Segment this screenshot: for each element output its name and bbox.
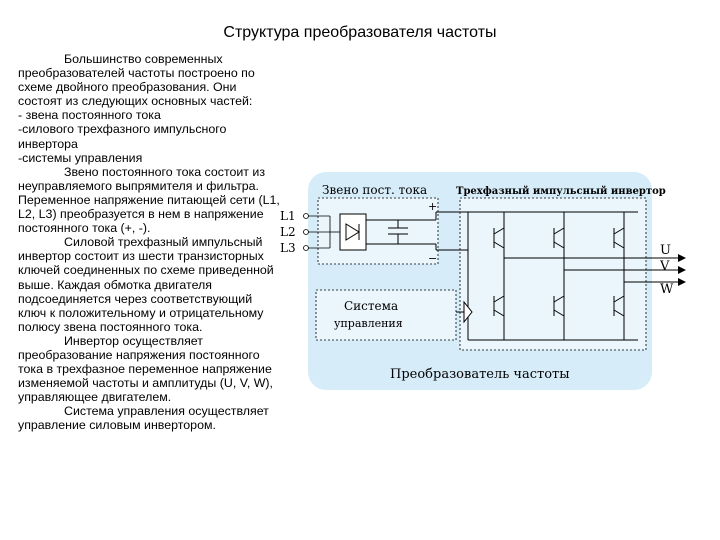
- control-signal-arrow: [456, 300, 473, 324]
- control-box: [315, 289, 457, 341]
- list-item-dc-link: - звена постоянного тока: [18, 108, 161, 123]
- input-label-l2: L2: [280, 225, 296, 239]
- paragraph-control: Система управления осуществляет управлен…: [18, 404, 269, 433]
- inverter-label: Трехфазный импульсный инвертор: [456, 186, 666, 197]
- control-label-line2: управления: [334, 317, 403, 330]
- dc-link-label: Звено пост. тока: [322, 183, 427, 197]
- input-label-l3: L3: [280, 241, 296, 255]
- input-terminals: [303, 213, 340, 251]
- output-label-u: U: [660, 243, 671, 258]
- input-label-l1: L1: [280, 209, 296, 223]
- paragraph-inverter-function: Инвертор осуществляет преобразование нап…: [18, 333, 273, 405]
- rectifier-block: [339, 213, 367, 251]
- list-item-control: -системы управления: [18, 150, 143, 165]
- transistor-bridge: [493, 212, 678, 340]
- paragraph-inverter: Силовой трехфазный импульсный инвертор с…: [18, 235, 274, 334]
- inverter-box: [459, 197, 647, 351]
- plus-sign: +: [428, 200, 437, 213]
- output-label-w: W: [660, 282, 674, 297]
- converter-label: Преобразователь частоты: [390, 367, 570, 382]
- frequency-converter-diagram: Звено пост. тока Трехфазный импульсный и…: [280, 172, 686, 390]
- control-label-line1: Система: [344, 299, 398, 313]
- output-arrows: [678, 254, 686, 286]
- minus-sign: −: [428, 252, 437, 265]
- list-item-inverter: -силового трехфазного импульсного инверт…: [18, 122, 227, 151]
- body-text: Большинство современных преобразователей…: [18, 52, 280, 433]
- output-label-v: V: [659, 259, 670, 274]
- paragraph-intro: Большинство современных преобразователей…: [18, 52, 255, 109]
- dc-link-box: [317, 197, 439, 265]
- dc-rails: [366, 211, 638, 341]
- slide-title: Структура преобразователя частоты: [223, 24, 497, 41]
- paragraph-dc-link: Звено постоянного тока состоит из неупра…: [18, 164, 280, 236]
